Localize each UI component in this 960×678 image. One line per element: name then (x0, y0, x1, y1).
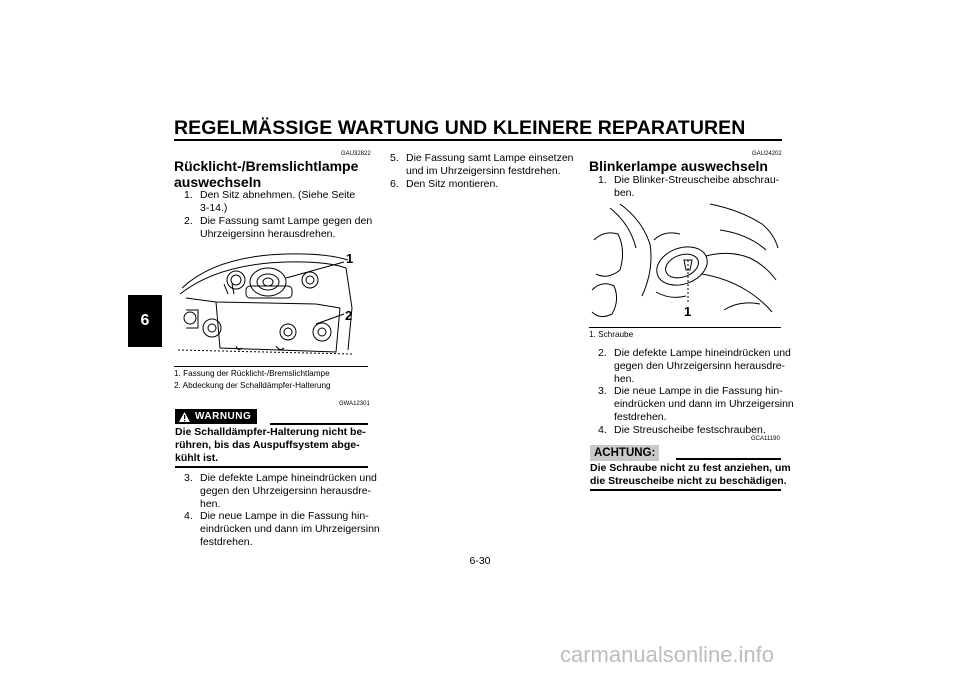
step-number: 5. (390, 152, 399, 164)
step-text: festdrehen. (200, 536, 253, 548)
step-number: 1. (598, 174, 607, 186)
turn-signal-illustration (591, 203, 779, 318)
step-number: 2. (598, 347, 607, 359)
figure-label-2: 2 (345, 308, 353, 323)
figure-rule (174, 366, 368, 367)
warning-text: Die Schalldämpfer-Halterung nicht be- rü… (175, 426, 366, 465)
warning-bottom-rule (175, 466, 368, 468)
step-text: Die neue Lampe in die Fassung hin- (200, 510, 369, 522)
figure-label-1: 1 (684, 304, 692, 319)
figure-caption-2: 2. Abdeckung der Schalldämpfer-Halterung (174, 381, 331, 390)
warning-top-rule (270, 423, 368, 425)
step-number: 3. (598, 385, 607, 397)
step-number: 4. (598, 424, 607, 436)
page-title: REGELMÄSSIGE WARTUNG UND KLEINERE REPARA… (174, 117, 746, 139)
step-text: hen. (200, 498, 221, 510)
watermark: carmanualsonline.info (560, 642, 775, 667)
caution-text: Die Schraube nicht zu fest anziehen, um … (590, 462, 791, 488)
caution-line: die Streuscheibe nicht zu beschädigen. (590, 475, 787, 487)
caution-line: Die Schraube nicht zu fest anziehen, um (590, 462, 791, 474)
step-text: eindrücken und dann im Uhrzeigersinn (614, 398, 794, 410)
header-rule (174, 139, 782, 141)
step-text: und im Uhrzeigersinn festdrehen. (406, 165, 561, 177)
taillight-illustration (177, 253, 353, 355)
step-text: gegen den Uhrzeigersinn herausdre- (200, 485, 372, 497)
step-text: gegen den Uhrzeigersinn herausdre- (614, 360, 786, 372)
figure-rule (589, 327, 781, 328)
warning-line: kühlt ist. (175, 452, 219, 464)
warning-line: Die Schalldämpfer-Halterung nicht be- (175, 426, 366, 438)
warning-badge: WARNUNG (175, 409, 258, 424)
step-text: Die Fassung samt Lampe gegen den (200, 215, 373, 227)
warning-code: GWA12301 (339, 401, 370, 407)
step-text: Den Sitz abnehmen. (Siehe Seite (200, 189, 356, 201)
step-text: Uhrzeigersinn herausdrehen. (200, 228, 336, 240)
section-code: GAU24202 (752, 151, 782, 157)
section-title: Blinkerlampe auswechseln (589, 158, 768, 174)
figure-caption: 1. Schraube (589, 330, 634, 339)
step-text: ben. (614, 187, 635, 199)
warning-label: WARNUNG (195, 411, 252, 422)
step-text: Die Streuscheibe festschrauben. (614, 424, 766, 436)
step-text: Die Blinker-Streuscheibe abschrau- (614, 174, 780, 186)
section-title-line2: auswechseln (174, 174, 262, 190)
page-number: 6-30 (469, 555, 491, 567)
step-text: Die Fassung samt Lampe einsetzen (406, 152, 574, 164)
caution-top-rule (676, 458, 781, 460)
step-number: 3. (184, 472, 193, 484)
step-text: Die defekte Lampe hineindrücken und (614, 347, 791, 359)
step-text: Die neue Lampe in die Fassung hin- (614, 385, 783, 397)
step-text: 3-14.) (200, 202, 228, 214)
caution-bottom-rule (590, 489, 781, 491)
step-text: eindrücken und dann im Uhrzeigersinn (200, 523, 380, 535)
caution-code: GCA11190 (751, 436, 780, 442)
figure-caption-1: 1. Fassung der Rücklicht-/Bremslichtlamp… (174, 369, 330, 378)
section-title-line1: Rücklicht-/Bremslichtlampe (174, 158, 359, 174)
step-text: Den Sitz montieren. (406, 178, 499, 190)
step-number: 6. (390, 178, 399, 190)
chapter-tab: 6 (128, 295, 162, 347)
step-text: festdrehen. (614, 411, 667, 423)
section-code: GAU32822 (341, 151, 371, 157)
warning-triangle-icon (179, 411, 190, 422)
warning-line: rühren, bis das Auspuffsystem abge- (175, 439, 360, 451)
step-number: 1. (184, 189, 193, 201)
step-text: hen. (614, 373, 635, 385)
step-text: Die defekte Lampe hineindrücken und (200, 472, 377, 484)
figure-label-1: 1 (346, 251, 354, 266)
step-number: 4. (184, 510, 193, 522)
caution-badge: ACHTUNG: (590, 445, 660, 461)
step-number: 2. (184, 215, 193, 227)
